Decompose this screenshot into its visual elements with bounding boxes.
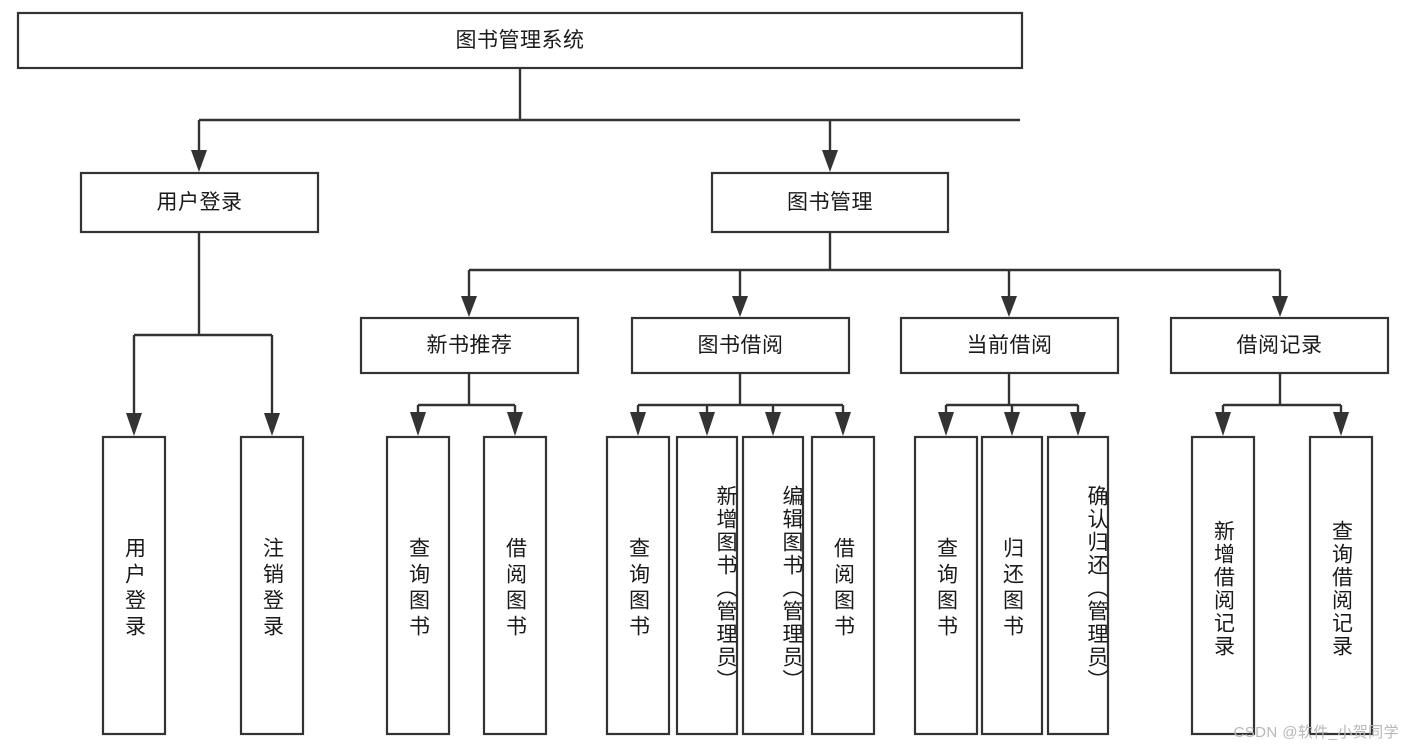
arrow-head-leaf-query-book-1 <box>410 412 426 436</box>
node-box-leaf-query-book-3[interactable] <box>913 435 979 736</box>
arrow-head-leaf-user-logout <box>264 413 280 436</box>
arrow-head-leaf-user-login <box>126 413 142 436</box>
connector-current-borrow-to-leaves <box>938 373 1086 436</box>
arrow-head-new-book-rec <box>461 296 477 317</box>
arrow-head-leaf-add-record <box>1215 412 1231 436</box>
arrow-head-book-borrow <box>732 296 748 317</box>
node-box-book-borrow[interactable] <box>630 316 851 375</box>
node-box-leaf-user-login[interactable] <box>101 435 167 736</box>
arrow-head-leaf-query-record <box>1333 412 1349 436</box>
node-box-user-login[interactable] <box>79 171 320 234</box>
arrow-head-leaf-add-book <box>699 412 715 436</box>
arrow-head-leaf-borrow-book-2 <box>835 412 851 436</box>
node-box-current-borrow[interactable] <box>899 316 1120 375</box>
connector-user-login-to-leaves <box>126 232 280 436</box>
arrow-head-book-manage <box>822 150 838 172</box>
connector-borrow-record-to-leaves <box>1215 373 1349 436</box>
node-box-leaf-user-logout[interactable] <box>239 435 305 736</box>
node-box-leaf-borrow-book-1[interactable] <box>482 435 548 736</box>
node-box-book-manage[interactable] <box>710 171 950 234</box>
arrow-head-leaf-edit-book <box>765 412 781 436</box>
arrow-head-borrow-record <box>1272 296 1288 317</box>
arrow-head-leaf-query-book-2 <box>630 412 646 436</box>
node-box-root[interactable] <box>16 11 1024 70</box>
node-box-leaf-add-record[interactable] <box>1190 435 1256 736</box>
arrow-head-leaf-query-book-3 <box>938 412 954 436</box>
node-box-leaf-query-record[interactable] <box>1308 435 1374 736</box>
node-box-leaf-query-book-1[interactable] <box>385 435 451 736</box>
connector-book-manage-to-level3 <box>461 232 1288 317</box>
arrow-head-leaf-return-book <box>1004 412 1020 436</box>
node-box-leaf-borrow-book-2[interactable] <box>810 435 876 736</box>
node-box-borrow-record[interactable] <box>1169 316 1390 375</box>
csdn-watermark: CSDN @软件_小贺同学 <box>1233 724 1399 741</box>
connector-book-borrow-to-leaves <box>630 373 851 436</box>
connector-root-to-level2 <box>191 68 1020 172</box>
arrow-head-user-login <box>191 150 207 172</box>
node-box-leaf-add-book[interactable] <box>675 435 739 736</box>
arrow-head-leaf-confirm-return <box>1070 412 1086 436</box>
node-box-leaf-query-book-2[interactable] <box>605 435 671 736</box>
arrow-head-leaf-borrow-book-1 <box>507 412 523 436</box>
arrow-head-current-borrow <box>1001 296 1017 317</box>
connector-new-book-rec-to-leaves <box>410 373 523 436</box>
node-box-new-book-rec[interactable] <box>359 316 580 375</box>
node-box-leaf-confirm-return[interactable] <box>1046 435 1110 736</box>
node-box-leaf-edit-book[interactable] <box>741 435 805 736</box>
node-box-leaf-return-book[interactable] <box>980 435 1044 736</box>
